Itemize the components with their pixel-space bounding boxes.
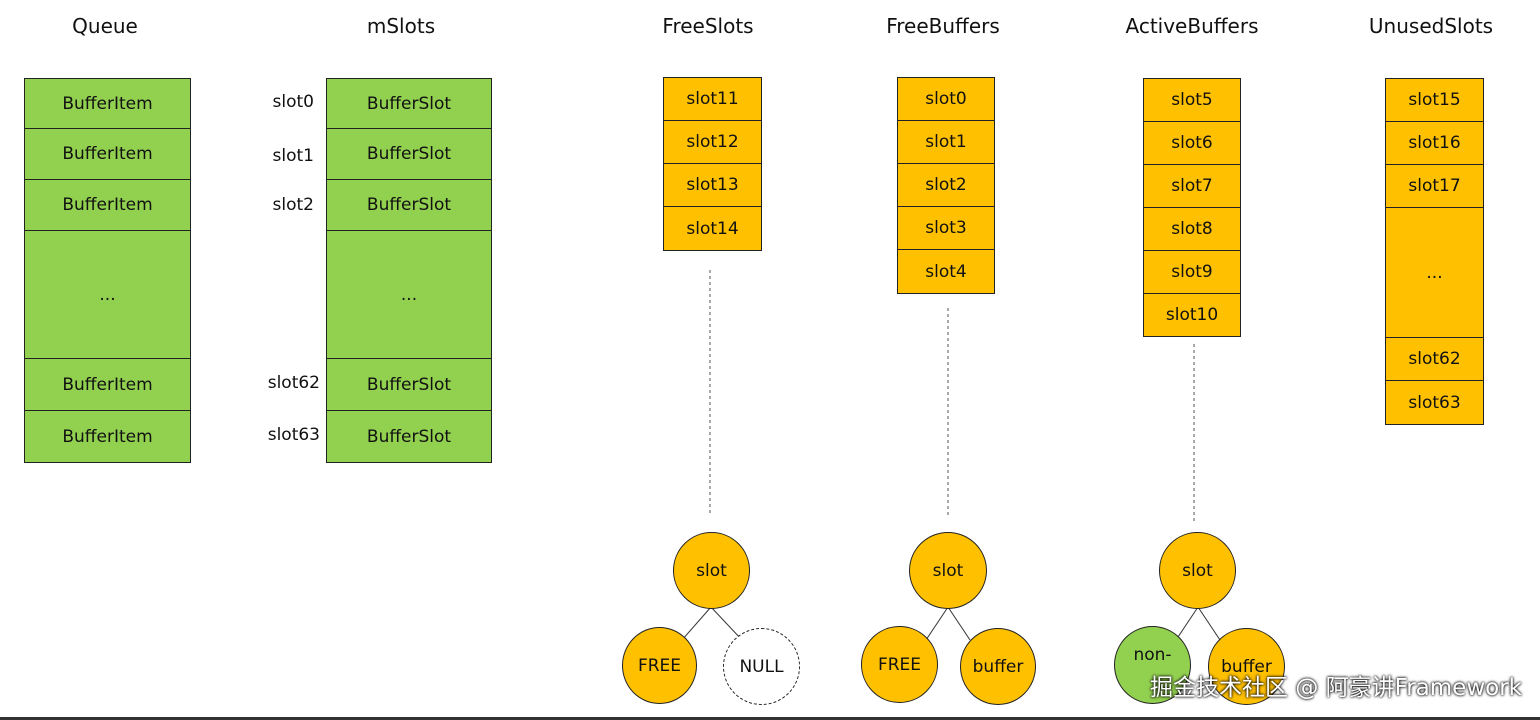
bottom-border: [0, 717, 1540, 720]
mslots-item: BufferSlot: [326, 411, 492, 463]
unusedslots-item: slot16: [1385, 122, 1484, 165]
freeslots-tree-right: NULL: [723, 628, 800, 705]
queue-item: BufferItem: [24, 129, 191, 180]
freebuffers-stack: slot0 slot1 slot2 slot3 slot4: [897, 77, 995, 294]
mslots-label: slot62: [267, 373, 320, 393]
unusedslots-item-ellipsis: ...: [1385, 208, 1484, 338]
freebuffers-edge-left: [925, 606, 949, 641]
activebuffers-item: slot10: [1143, 294, 1241, 337]
freeslots-tree-root: slot: [673, 532, 750, 609]
queue-item: BufferItem: [24, 78, 191, 129]
mslots-item-ellipsis: ...: [326, 231, 492, 359]
freebuffers-item: slot3: [897, 207, 995, 250]
header-freeslots: FreeSlots: [662, 14, 754, 38]
freeslots-stack: slot11 slot12 slot13 slot14: [663, 77, 762, 251]
freeslots-edge-right: [710, 606, 743, 641]
freeslots-item: slot12: [663, 121, 762, 164]
freebuffers-item: slot0: [897, 77, 995, 121]
watermark: 掘金技术社区 @ 阿豪讲Framework: [1150, 675, 1522, 701]
freebuffers-edge-right: [947, 606, 971, 641]
activebuffers-tree-root: slot: [1159, 532, 1236, 609]
activebuffers-tree-right: buffer: [1208, 628, 1285, 705]
activebuffers-edge-left: [1175, 606, 1199, 641]
freebuffers-tree-root: slot: [909, 532, 987, 609]
mslots-item: BufferSlot: [326, 129, 492, 180]
mslots-item: BufferSlot: [326, 359, 492, 411]
mslots-label: slot63: [267, 425, 320, 445]
mslots-stack: BufferSlot BufferSlot BufferSlot ... Buf…: [326, 78, 492, 463]
freeslots-item: slot13: [663, 164, 762, 207]
header-queue: Queue: [72, 14, 138, 38]
activebuffers-item: slot7: [1143, 165, 1241, 208]
activebuffers-stack: slot5 slot6 slot7 slot8 slot9 slot10: [1143, 78, 1241, 337]
activebuffers-item: slot5: [1143, 78, 1241, 122]
queue-stack: BufferItem BufferItem BufferItem ... Buf…: [24, 78, 191, 463]
freeslots-item: slot14: [663, 207, 762, 251]
freebuffers-item: slot1: [897, 121, 995, 164]
activebuffers-tree-left: non-: [1114, 626, 1191, 704]
unusedslots-item: slot15: [1385, 78, 1484, 122]
freebuffers-item: slot2: [897, 164, 995, 207]
freeslots-edge-left: [681, 606, 712, 641]
freebuffers-tree-left: FREE: [861, 626, 938, 703]
header-mslots: mSlots: [366, 14, 436, 38]
unusedslots-item: slot63: [1385, 381, 1484, 425]
unusedslots-item: slot62: [1385, 338, 1484, 381]
activebuffers-edge-right: [1197, 606, 1221, 641]
activebuffers-item: slot6: [1143, 122, 1241, 165]
queue-item-ellipsis: ...: [24, 231, 191, 359]
mslots-label: slot1: [272, 146, 314, 166]
freebuffers-tree-right: buffer: [960, 628, 1036, 705]
freeslots-tree-left: FREE: [622, 627, 697, 704]
mslots-label: slot2: [272, 195, 314, 215]
freeslots-item: slot11: [663, 77, 762, 121]
freebuffers-item: slot4: [897, 250, 995, 294]
activebuffers-item: slot9: [1143, 251, 1241, 294]
header-freebuffers: FreeBuffers: [886, 14, 1000, 38]
mslots-label: slot0: [272, 92, 314, 112]
queue-item: BufferItem: [24, 359, 191, 411]
unusedslots-stack: slot15 slot16 slot17 ... slot62 slot63: [1385, 78, 1484, 425]
mslots-item: BufferSlot: [326, 78, 492, 129]
queue-item: BufferItem: [24, 411, 191, 463]
mslots-item: BufferSlot: [326, 180, 492, 231]
header-activebuffers: ActiveBuffers: [1125, 14, 1259, 38]
header-unusedslots: UnusedSlots: [1368, 14, 1494, 38]
unusedslots-item: slot17: [1385, 165, 1484, 208]
queue-item: BufferItem: [24, 180, 191, 231]
activebuffers-item: slot8: [1143, 208, 1241, 251]
